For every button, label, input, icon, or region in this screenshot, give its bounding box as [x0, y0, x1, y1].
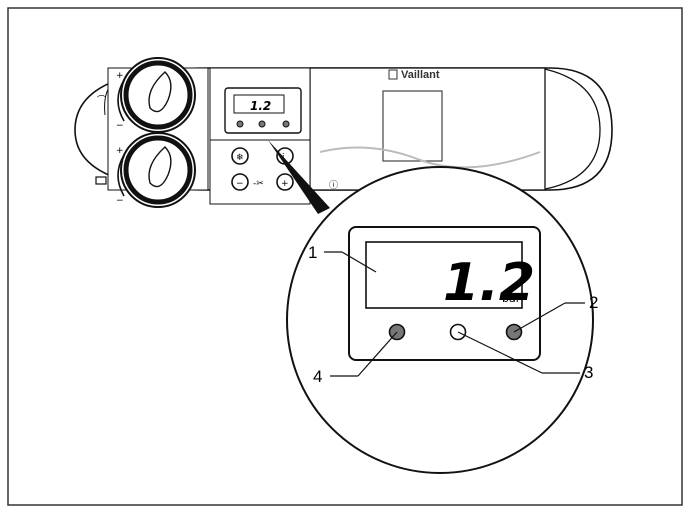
- zoom-pointer: [268, 140, 330, 214]
- minus-button[interactable]: [231, 173, 249, 191]
- reset-icon: -✂: [253, 179, 264, 189]
- minus-button-icon: −: [236, 179, 244, 189]
- heating-scale-arc: [117, 154, 125, 197]
- callout-number-3: 3: [584, 363, 593, 382]
- brand-mark: [388, 69, 398, 80]
- display-screen: [365, 241, 523, 309]
- callout-number-4: 4: [313, 367, 322, 386]
- info-icon: ⓘ: [329, 180, 338, 191]
- mini-led-left: [236, 120, 244, 128]
- callout-line-2a: [513, 302, 566, 333]
- hot-water-dial-grip: [148, 71, 172, 113]
- display-pressure-value: 1.2: [443, 253, 535, 313]
- mini-display-value: 1.2: [250, 99, 271, 113]
- hot-water-minus: −: [116, 121, 124, 131]
- hot-water-plus: +: [116, 71, 124, 81]
- hot-water-dial[interactable]: [123, 60, 193, 130]
- mini-display-screen: [233, 94, 285, 114]
- callout-line-1b: [341, 251, 377, 273]
- hot-water-scale-arc: [117, 79, 125, 122]
- display-unit: bar: [502, 292, 521, 305]
- heating-minus: −: [116, 196, 124, 206]
- callout-line-4a: [357, 331, 398, 377]
- mini-led-middle: [258, 120, 266, 128]
- mini-led-right: [282, 120, 290, 128]
- callout-number-2: 2: [589, 293, 598, 312]
- center-window: [382, 90, 443, 162]
- mode-button[interactable]: [231, 147, 249, 165]
- tap-icon: ⌒: [97, 95, 106, 106]
- heating-dial[interactable]: [123, 135, 193, 205]
- radiator-icon: [95, 176, 107, 185]
- mode-button-icon: ❄: [236, 153, 244, 163]
- heating-plus: +: [116, 146, 124, 156]
- plus-button-icon: +: [281, 179, 289, 189]
- center-swoosh: [319, 146, 541, 169]
- plus-button[interactable]: [276, 173, 294, 191]
- callout-number-1: 1: [308, 243, 317, 262]
- heating-dial-grip: [148, 146, 172, 188]
- right-bezel: [539, 67, 601, 191]
- callout-line-3a: [457, 331, 543, 374]
- brand-logo: Vaillant: [401, 69, 440, 81]
